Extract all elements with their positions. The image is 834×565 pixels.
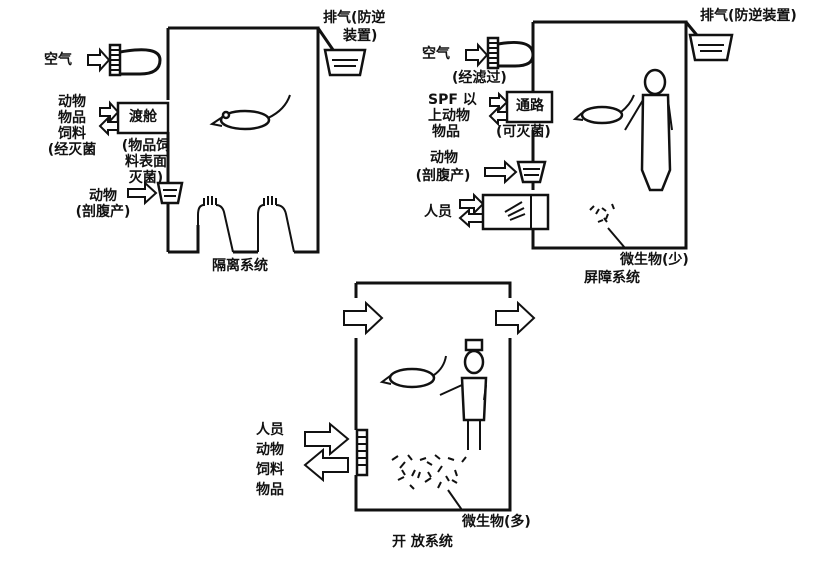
barrier-system: [458, 20, 734, 250]
supplies-in-arrow: [99, 100, 120, 124]
passage-box[interactable]: [505, 90, 554, 124]
isolation-enclosure: [166, 26, 320, 254]
open-out-arrow: [303, 447, 349, 483]
barrier-caesarean-basin: [516, 160, 547, 184]
open-inputs-line: 动物: [256, 442, 284, 458]
microbes-few-pointer: [607, 227, 626, 249]
caesarean-basin: [156, 181, 184, 205]
open-microbes-label: 微生物(多): [462, 514, 531, 530]
barrier-caesarean-line: (剖腹产): [415, 168, 471, 184]
isolation-exhaust-label-2: 装置): [343, 28, 378, 44]
open-inputs-line: 人员: [256, 422, 284, 438]
open-inputs-line: 物品: [256, 482, 284, 498]
isolation-supplies-line: 物品: [58, 110, 86, 126]
exhaust-trap: [323, 48, 367, 77]
isolation-caesarean-line: 动物: [89, 188, 117, 204]
barrier-personnel-label: 人员: [424, 204, 452, 220]
caesarean-arrow: [127, 180, 158, 206]
open-door-grate[interactable]: [355, 428, 369, 477]
passage-label: 通路: [516, 98, 544, 114]
personnel-out-arrow: [458, 207, 484, 229]
glove-right: [257, 196, 295, 253]
open-enclosure: [354, 281, 512, 512]
isolation-supplies-line: 动物: [58, 94, 86, 110]
barrier-air-label: 空气: [422, 46, 450, 62]
barrier-exhaust-trap: [688, 33, 734, 62]
open-in-arrow: [304, 421, 350, 457]
open-vent-in-arrow: [343, 300, 384, 336]
transfer-chamber[interactable]: [116, 101, 170, 135]
supplies-out-arrow: [98, 115, 119, 137]
barrier-spf-line: 上动物: [428, 108, 470, 124]
barrier-microbes-label: 微生物(少): [620, 252, 689, 268]
spf-out-arrow: [488, 105, 508, 127]
open-vent-out-arrow: [495, 300, 536, 336]
barrier-air-inlet-duct: [497, 40, 535, 68]
isolation-system: [87, 26, 367, 254]
isolation-supplies-line: 饲料: [58, 126, 86, 142]
isolation-air-label: 空气: [44, 52, 72, 68]
air-in-arrow: [87, 47, 111, 73]
barrier-mouse-icon: [572, 94, 635, 125]
isolation-sterilize-line: (物品饲: [121, 138, 171, 154]
barrier-spf-line: SPF 以: [428, 92, 477, 108]
barrier-technician-icon: [624, 68, 673, 192]
open-inputs-line: 饲料: [256, 462, 284, 478]
isolation-caesarean-line: (剖腹产): [75, 204, 131, 220]
barrier-sterilizable-label: (可灭菌): [496, 124, 551, 140]
microbes-many-pointer: [447, 489, 463, 511]
spf-in-arrow: [489, 91, 509, 113]
barrier-air-in-arrow: [465, 42, 489, 68]
glove-left: [197, 196, 234, 253]
microbes-many-icon: [391, 454, 467, 490]
isolation-exhaust-label-1: 排气(防逆: [323, 10, 386, 26]
isolation-mouse-icon: [209, 94, 291, 131]
transfer-chamber-label: 渡舱: [129, 109, 157, 125]
barrier-filtered-label: (经滤过): [452, 70, 507, 86]
open-worker-icon: [439, 338, 488, 450]
barrier-system-title: 屏障系统: [584, 270, 640, 286]
open-system-title: 开 放系统: [392, 534, 453, 550]
isolation-system-title: 隔离系统: [212, 258, 268, 274]
microbes-few-icon: [589, 203, 615, 223]
open-system: [303, 281, 536, 512]
isolation-sterilize-line: 灭菌): [128, 170, 164, 186]
personnel-in-arrow: [459, 192, 485, 216]
isolation-supplies-line: (经灭菌: [47, 142, 97, 158]
open-mouse-icon: [379, 355, 447, 389]
barrier-exhaust-label: 排气(防逆装置): [700, 8, 797, 24]
air-inlet-duct: [119, 48, 162, 76]
barrier-caesarean-line: 动物: [430, 150, 458, 166]
barrier-spf-line: 物品: [432, 124, 460, 140]
barrier-caesarean-arrow: [484, 159, 518, 185]
isolation-sterilize-line: 料表面: [125, 154, 167, 170]
